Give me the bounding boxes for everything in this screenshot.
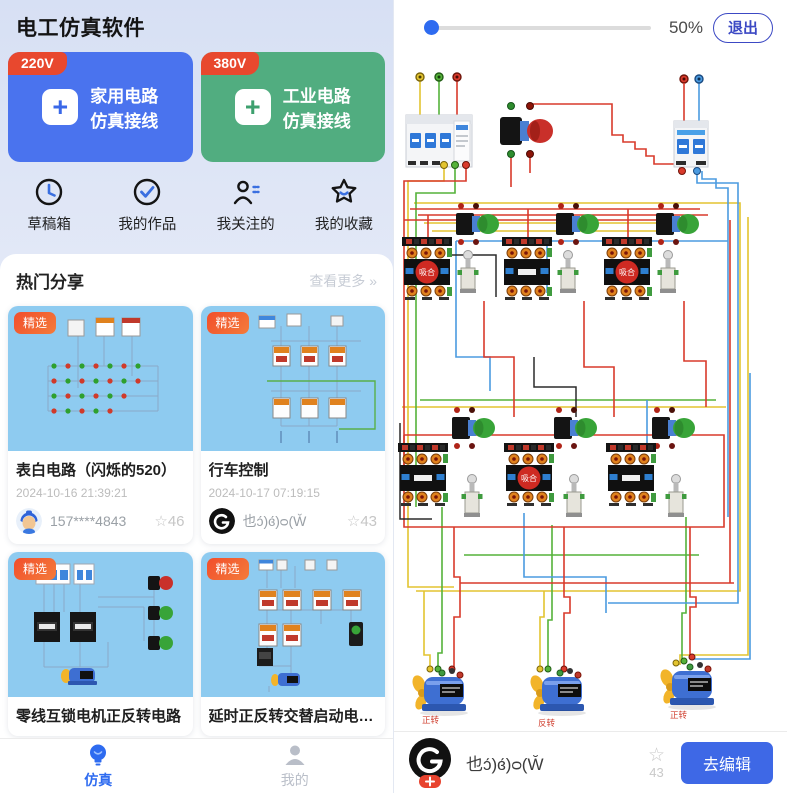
thumbnail-graphic <box>256 559 363 692</box>
exit-button[interactable]: 退出 <box>712 12 773 43</box>
plus-icon: + <box>42 89 79 125</box>
supply-terminals <box>415 72 704 84</box>
share-title: 延时正反转交替启动电… <box>208 708 374 725</box>
motor-label: 反转 <box>538 718 556 728</box>
zoom-slider[interactable] <box>424 19 651 35</box>
green-wires <box>415 81 716 667</box>
limit-switch[interactable] <box>457 250 479 294</box>
thumbnail-graphic <box>47 317 159 414</box>
motor-reverse[interactable] <box>527 667 587 717</box>
nav-tab-simulation[interactable]: 仿真 <box>0 739 197 793</box>
see-more-link[interactable]: 查看更多 » <box>309 272 377 289</box>
clock-icon <box>35 178 63 206</box>
motor-forward-2[interactable] <box>657 661 717 711</box>
star-count[interactable]: ☆ 43 <box>647 744 665 780</box>
person-list-icon <box>233 180 260 205</box>
contactor-released[interactable] <box>502 237 552 300</box>
motor-forward-1[interactable] <box>409 667 469 717</box>
share-date: 2024-10-17 07:19:15 <box>208 486 320 500</box>
share-title: 零线互锁电机正反转电路 <box>16 708 182 725</box>
home-circuit-card-label: 家用电路 仿真接线 <box>90 87 159 131</box>
limit-switch[interactable] <box>461 474 483 518</box>
hot-shares-title: 热门分享 <box>16 273 84 292</box>
quick-following[interactable]: 我关注的 <box>197 177 295 234</box>
circuit-diagram: 吸合 <box>394 72 751 728</box>
share-title: 行车控制 <box>208 462 269 479</box>
bottom-nav: 仿真 我的 <box>0 738 393 793</box>
featured-badge: 精选 <box>14 312 57 334</box>
zoom-value: 50% <box>668 17 703 37</box>
share-author: 也ɔ́)ɞ́)ᴑ(W̆ <box>242 513 307 529</box>
editor-toolbar: 50% 退出 <box>394 0 787 55</box>
control-breaker-2p[interactable] <box>673 120 709 168</box>
circuit-thumbnail: 精选 <box>200 552 385 697</box>
contactor-engaged[interactable] <box>602 237 652 300</box>
start-button[interactable] <box>452 407 495 449</box>
voltage-badge-220v: 220V <box>8 52 67 75</box>
contactor-engaged[interactable] <box>402 237 452 300</box>
limit-switch[interactable] <box>563 474 585 518</box>
home-panel: 电工仿真软件 220V + 家用电路 仿真接线 380V + 工业电路 仿真接线 <box>0 0 393 793</box>
share-stars: ☆46 <box>154 513 185 530</box>
circuit-thumbnail: 精选 <box>200 306 385 451</box>
author-username: 也ɔ́)ɞ́)ᴑ(W̆ <box>466 755 544 774</box>
go-edit-button[interactable]: 去编辑 <box>680 741 773 784</box>
quick-drafts[interactable]: 草稿箱 <box>0 177 98 234</box>
contactor-released[interactable] <box>398 443 448 506</box>
home-circuit-card[interactable]: 220V + 家用电路 仿真接线 <box>8 52 193 162</box>
share-card-2[interactable]: 精选 <box>200 306 385 544</box>
industrial-circuit-card[interactable]: 380V + 工业电路 仿真接线 <box>200 52 385 162</box>
author-avatar[interactable] <box>408 737 452 788</box>
entry-cards: 220V + 家用电路 仿真接线 380V + 工业电路 仿真接线 <box>0 52 393 162</box>
quick-my-works[interactable]: 我的作品 <box>98 177 196 234</box>
editor-panel: 50% 退出 <box>393 0 787 793</box>
circuit-thumbnail: 精选 <box>8 306 193 451</box>
star-outline-icon: ☆ <box>647 744 665 766</box>
limit-switch[interactable] <box>665 474 687 518</box>
thumbnail-graphic <box>258 313 376 443</box>
quick-favorites[interactable]: 我的收藏 <box>295 177 393 234</box>
star-outline-icon: ☆ <box>346 513 361 530</box>
limit-switch[interactable] <box>557 250 579 294</box>
hot-shares-sheet: 热门分享 查看更多 » 精选 <box>0 254 393 738</box>
industrial-circuit-card-label: 工业电路 仿真接线 <box>282 87 351 131</box>
voltage-badge-380v: 380V <box>200 52 260 75</box>
editor-bottom-bar: 也ɔ́)ɞ́)ᴑ(W̆ ☆ 43 去编辑 <box>394 731 787 793</box>
star-icon <box>331 178 357 203</box>
stop-button[interactable] <box>499 102 554 158</box>
contactor-released[interactable] <box>606 443 656 506</box>
circuit-thumbnail: 精选 <box>8 552 193 697</box>
share-card-4[interactable]: 精选 <box>200 552 385 736</box>
quick-actions: 草稿箱 我的作品 我关注的 <box>0 162 393 246</box>
circuit-canvas[interactable]: 吸合 <box>394 55 787 731</box>
limit-switch[interactable] <box>657 250 679 294</box>
avatar <box>16 508 42 534</box>
share-stars: ☆43 <box>346 513 377 530</box>
featured-badge: 精选 <box>14 558 57 580</box>
check-circle-icon <box>134 178 161 206</box>
start-button[interactable] <box>652 407 695 449</box>
person-icon <box>285 745 305 765</box>
contactor-engaged[interactable] <box>504 443 554 506</box>
star-outline-icon: ☆ <box>154 513 168 530</box>
share-title: 表白电路（闪烁的520） <box>16 462 177 479</box>
featured-badge: 精选 <box>206 558 249 580</box>
avatar <box>208 508 235 534</box>
share-card-1[interactable]: 精选 <box>8 306 193 544</box>
bulb-icon <box>90 744 107 766</box>
share-card-3[interactable]: 精选 <box>8 552 193 736</box>
featured-badge: 精选 <box>206 312 249 334</box>
share-date: 2024-10-16 21:39:21 <box>16 486 128 500</box>
share-grid: 精选 <box>8 306 385 736</box>
plus-icon: + <box>234 89 271 125</box>
motor-label: 正转 <box>422 715 440 725</box>
zoom-slider-thumb[interactable] <box>424 19 439 35</box>
main-breaker-4p[interactable] <box>405 114 473 168</box>
nav-tab-mine[interactable]: 我的 <box>197 739 394 793</box>
motor-label: 正转 <box>670 710 688 720</box>
motor-terminals <box>426 653 696 673</box>
share-author: 157****4843 <box>50 513 127 529</box>
app-title: 电工仿真软件 <box>16 17 145 40</box>
